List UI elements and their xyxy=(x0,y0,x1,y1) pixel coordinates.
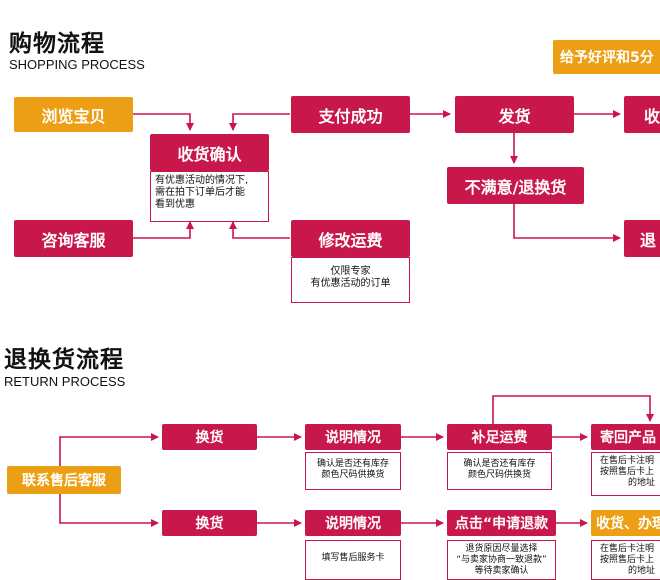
arrow-loop-to-send-back xyxy=(492,395,654,424)
arrow-consult-to-confirm xyxy=(133,221,194,239)
receive-process-box: 收货、办理 xyxy=(591,510,660,536)
unsatisfied-box: 不满意/退换货 xyxy=(447,167,584,204)
return-title-en: RETURN PROCESS xyxy=(4,374,126,389)
return-box: 退 xyxy=(624,220,660,257)
shopping-title-en: SHOPPING PROCESS xyxy=(9,57,145,72)
exchange-box-2: 换货 xyxy=(162,510,257,536)
give-review-box: 给予好评和5分 xyxy=(553,40,660,74)
arrow-pay-to-confirm xyxy=(229,113,290,131)
pay-success-box: 支付成功 xyxy=(291,96,410,133)
arrow-contact-to-exchange-1 xyxy=(59,433,159,466)
explain-note-2: 填写售后服务卡 xyxy=(305,540,401,580)
arrow-browse-to-confirm xyxy=(133,113,194,131)
add-shipping-note: 确认是否还有库存 颜色尺码供换货 xyxy=(447,452,552,490)
explain-note-1: 确认是否还有库存 颜色尺码供换货 xyxy=(305,452,401,490)
apply-refund-note: 退货原因尽量选择 “与卖家协商一致退款” 等待卖家确认 xyxy=(447,540,556,580)
apply-refund-box: 点击“申请退款 xyxy=(447,510,556,536)
modify-shipping-box: 修改运费 xyxy=(291,220,410,257)
confirm-receipt-box: 收货确认 xyxy=(150,134,269,171)
send-back-box: 寄回产品 xyxy=(591,424,660,450)
receive-process-note: 在售后卡注明 按照售后卡上 的地址 xyxy=(591,540,660,580)
add-shipping-box: 补足运费 xyxy=(447,424,552,450)
send-back-note: 在售后卡注明 按照售后卡上 的地址 xyxy=(591,452,660,496)
return-title: 退换货流程 xyxy=(4,347,124,373)
browse-box: 浏览宝贝 xyxy=(14,97,133,132)
shopping-title: 购物流程 xyxy=(9,31,105,57)
receive-box: 收 xyxy=(624,96,660,133)
exchange-box-1: 换货 xyxy=(162,424,257,450)
ship-box: 发货 xyxy=(455,96,574,133)
contact-service-box: 联系售后客服 xyxy=(7,466,121,494)
arrow-contact-to-exchange-2 xyxy=(59,494,159,527)
confirm-receipt-note: 有优惠活动的情况下, 需在拍下订单后才能 看到优惠 xyxy=(150,171,269,222)
arrow-modify-to-confirm xyxy=(229,221,290,239)
explain-box-2: 说明情况 xyxy=(305,510,401,536)
explain-box-1: 说明情况 xyxy=(305,424,401,450)
arrow-unsatisfied-to-return xyxy=(513,204,621,242)
modify-shipping-note: 仅限专家 有优惠活动的订单 xyxy=(291,257,410,303)
consult-box: 咨询客服 xyxy=(14,220,133,257)
